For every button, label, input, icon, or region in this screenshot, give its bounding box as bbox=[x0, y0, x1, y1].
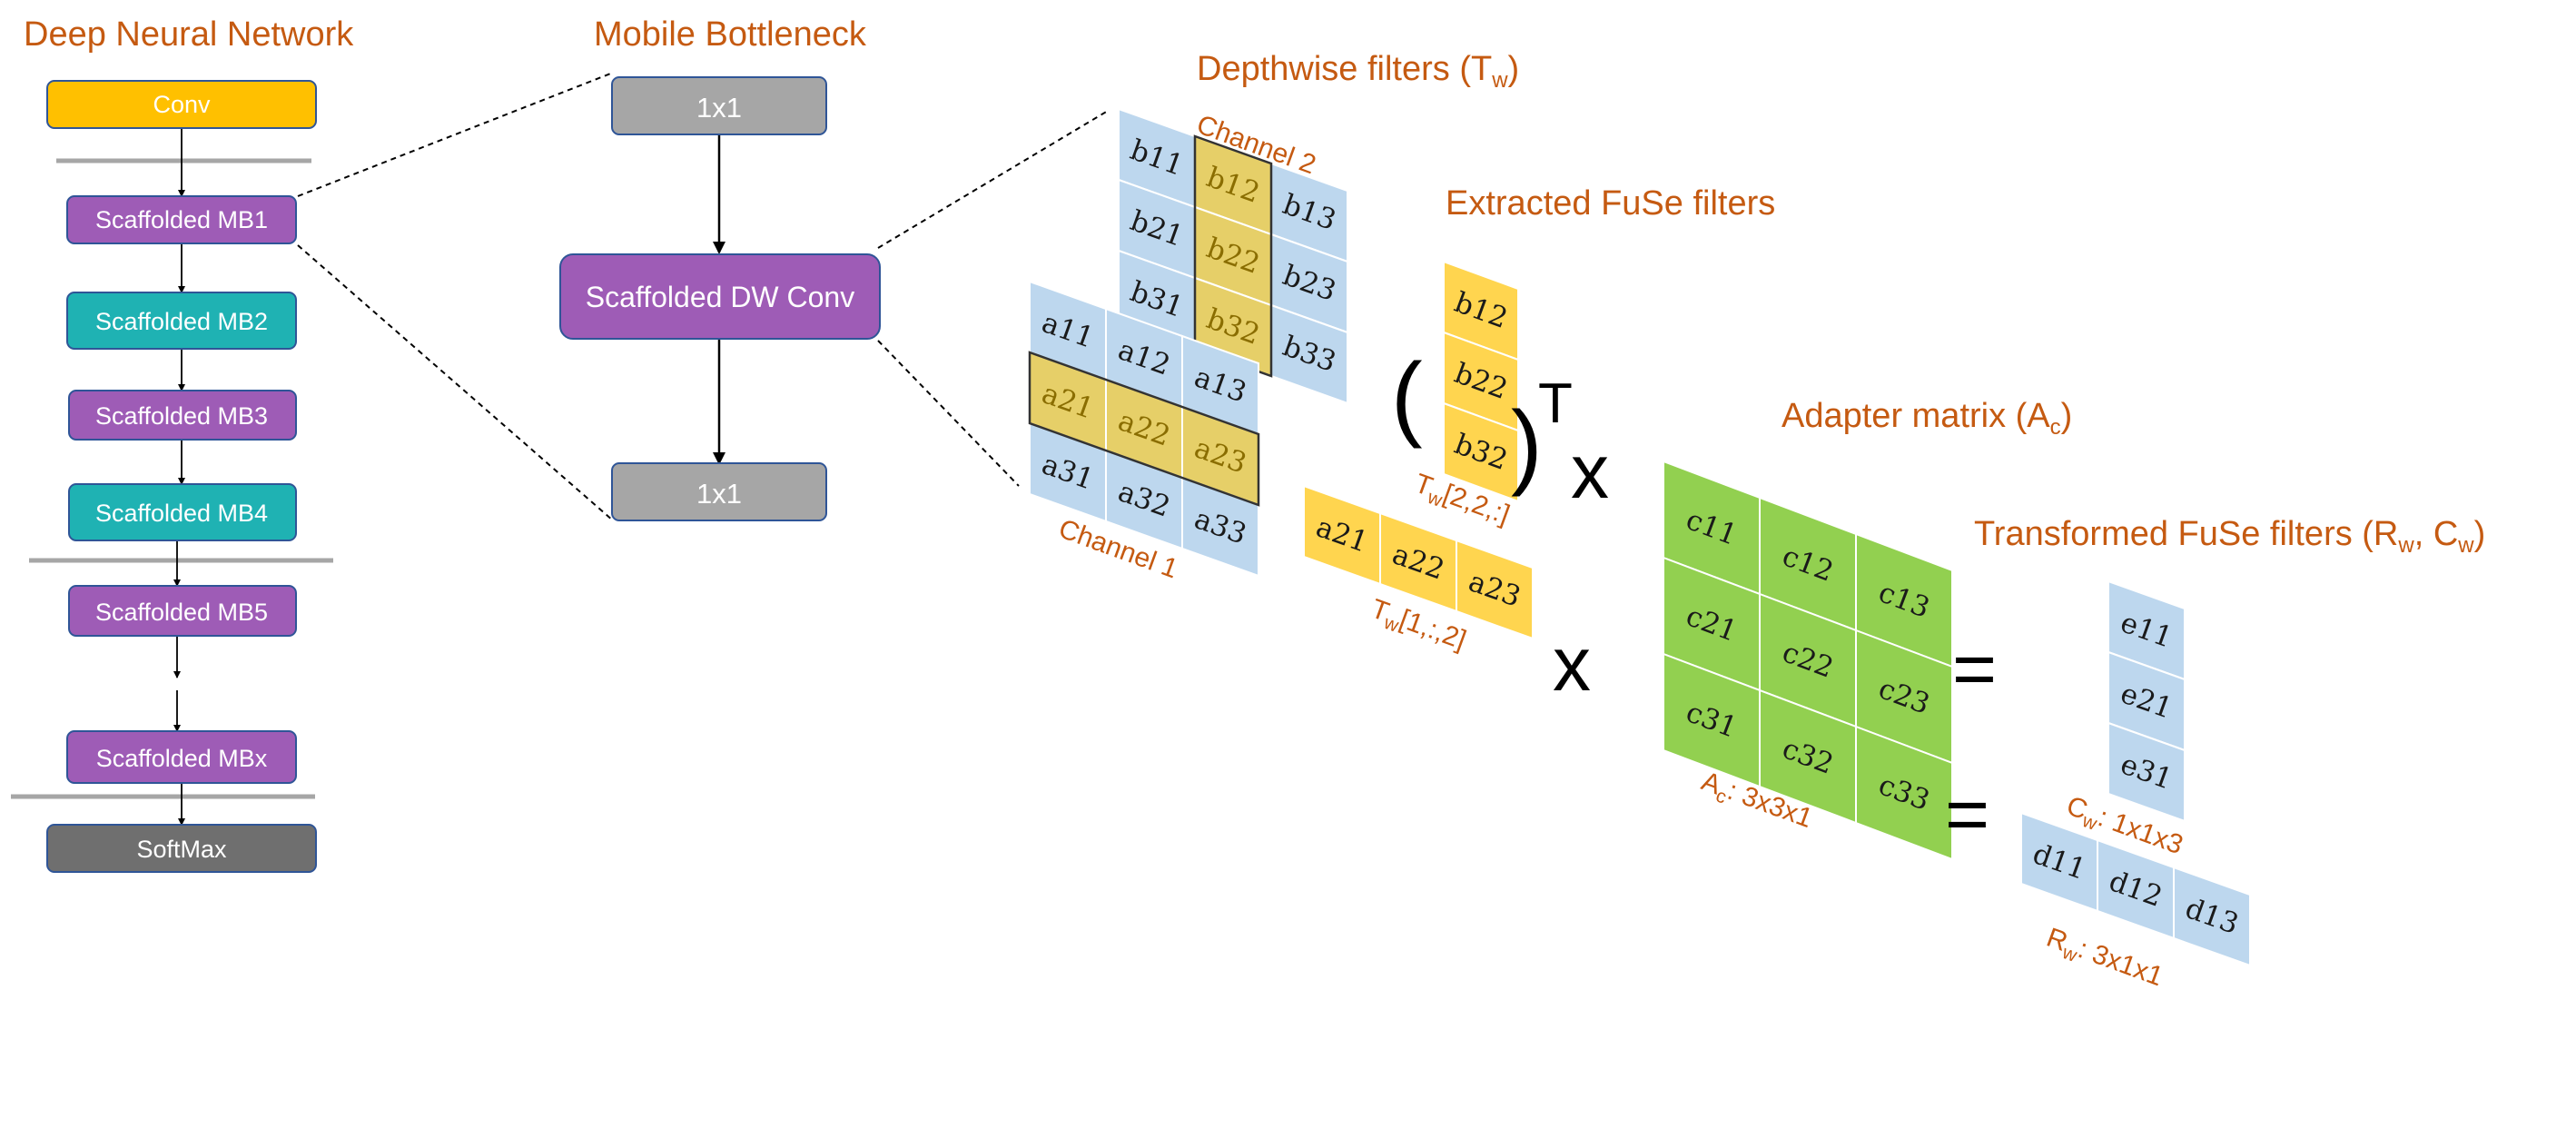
layer-conv[interactable]: Conv bbox=[46, 80, 317, 129]
matrix-cell bbox=[2173, 866, 2251, 967]
layer-label: Scaffolded MB4 bbox=[95, 500, 268, 527]
box-label: 1x1 bbox=[696, 92, 742, 124]
bottleneck-block: 1x1 Scaffolded DW Conv 1x1 bbox=[559, 76, 881, 521]
highlight-outline bbox=[1028, 351, 1260, 507]
layer-scaffolded-mb2[interactable]: Scaffolded MB2 bbox=[66, 292, 297, 350]
box-label: 1x1 bbox=[696, 478, 742, 510]
transformed-title: Transformed FuSe filters (Rw, Cw) bbox=[1974, 515, 2485, 558]
bottleneck-title: Mobile Bottleneck bbox=[594, 15, 867, 54]
matrix-cell bbox=[1855, 725, 1953, 861]
adapter-title: Adapter matrix (Ac) bbox=[1781, 397, 2072, 440]
layer-scaffolded-mbx[interactable]: Scaffolded MBx bbox=[66, 730, 297, 784]
layer-scaffolded-mb4[interactable]: Scaffolded MB4 bbox=[68, 483, 297, 541]
close-paren: ) bbox=[1511, 392, 1543, 498]
layer-label: SoftMax bbox=[136, 836, 227, 863]
network-stack: Conv Scaffolded MB1 Scaffolded MB2 Scaff… bbox=[11, 80, 333, 873]
box-label: Scaffolded DW Conv bbox=[586, 281, 854, 313]
layer-scaffolded-mb3[interactable]: Scaffolded MB3 bbox=[68, 390, 297, 441]
rw-caption: Rw: 3x1x1 bbox=[2041, 923, 2167, 996]
depthwise-title: Depthwise filters (Tw) bbox=[1197, 50, 1519, 93]
pointwise-conv-bottom[interactable]: 1x1 bbox=[611, 462, 827, 521]
matrix-cell bbox=[2107, 721, 2186, 823]
matrix-cell bbox=[1456, 539, 1534, 640]
zoom-line bbox=[297, 72, 614, 197]
layer-label: Scaffolded MB5 bbox=[95, 599, 268, 626]
highlight-outline bbox=[1193, 134, 1273, 378]
times-operator: x bbox=[1571, 429, 1609, 514]
scaffolded-dw-conv[interactable]: Scaffolded DW Conv bbox=[559, 253, 881, 340]
layer-scaffolded-mb5[interactable]: Scaffolded MB5 bbox=[68, 585, 297, 637]
equals-operator: = bbox=[1952, 626, 1997, 711]
layer-label: Scaffolded MBx bbox=[96, 745, 268, 772]
dnn-title: Deep Neural Network bbox=[24, 15, 354, 54]
extracted-title: Extracted FuSe filters bbox=[1446, 184, 1775, 223]
equals-operator: = bbox=[1945, 771, 1989, 857]
layer-scaffolded-mb1[interactable]: Scaffolded MB1 bbox=[66, 195, 297, 244]
layer-label: Scaffolded MB2 bbox=[95, 308, 268, 335]
layer-label: Conv bbox=[153, 91, 211, 118]
times-operator: x bbox=[1553, 621, 1591, 707]
pointwise-conv-top[interactable]: 1x1 bbox=[611, 76, 827, 135]
zoom-line bbox=[877, 110, 1109, 249]
transpose-mark: T bbox=[1538, 372, 1573, 435]
open-paren: ( bbox=[1391, 344, 1423, 450]
zoom-line bbox=[877, 340, 1020, 487]
matrix-cell bbox=[1443, 401, 1519, 503]
layer-softmax[interactable]: SoftMax bbox=[46, 824, 317, 873]
layer-label: Scaffolded MB1 bbox=[95, 206, 268, 233]
tensor-grids: b11b12b13b21b22b23b31b32b33a11a12a13a21a… bbox=[1028, 107, 2251, 967]
layer-label: Scaffolded MB3 bbox=[95, 402, 268, 430]
